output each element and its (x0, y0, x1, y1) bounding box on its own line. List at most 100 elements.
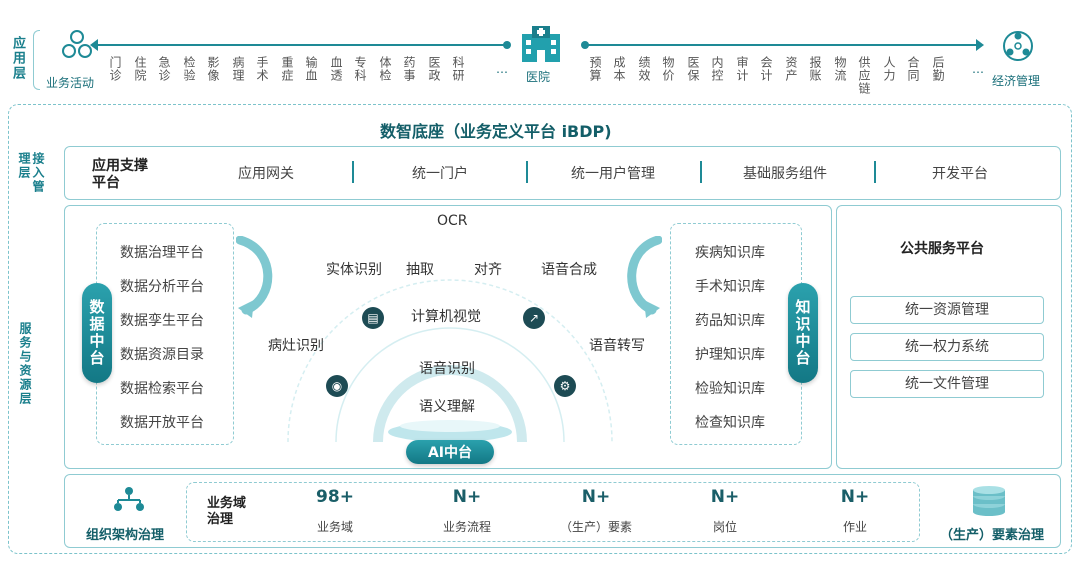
org-governance-label: 组织架构治理 (86, 528, 165, 543)
activity-item-6: 手术 (255, 56, 269, 82)
activity-item-13: 医政 (427, 56, 441, 82)
activity-item-8: 输血 (304, 56, 318, 82)
gear-icon: ⚙ (554, 375, 576, 397)
activity-item-3: 检验 (182, 56, 196, 82)
ai-cv: 计算机视觉 (411, 309, 481, 325)
access-separator-3 (874, 161, 876, 183)
hospital-icon (522, 26, 560, 62)
knowledge-item-5: 检查知识库 (695, 415, 765, 431)
metric-value-4: N+ (840, 487, 870, 507)
economic-item-0: 预算 (588, 56, 602, 82)
coin-stack-icon (973, 486, 1005, 516)
right-arrow-line (581, 39, 984, 51)
ai-ocr: OCR (437, 213, 468, 229)
ai-arcs (287, 279, 613, 443)
activity-item-5: 病理 (231, 56, 245, 82)
element-governance-label: （生产）要素治理 (940, 528, 1045, 543)
economic-management-label: 经济管理 (992, 74, 1041, 88)
economic-item-11: 供应链 (857, 56, 871, 95)
access-layer-box (64, 146, 1061, 200)
platform-frame (8, 104, 1072, 554)
metric-label-4: 作业 (842, 520, 867, 534)
app-layer-label: 应用层 (10, 36, 25, 81)
metric-value-1: N+ (452, 487, 482, 507)
data-platform-item-1: 数据分析平台 (120, 279, 204, 295)
left-arrow-line (90, 39, 511, 51)
access-layer-label: 接入管理层 (17, 152, 45, 196)
metric-value-2: N+ (581, 487, 611, 507)
economic-item-5: 内控 (710, 56, 724, 82)
economic-item-6: 审计 (735, 56, 749, 82)
knowledge-item-0: 疾病知识库 (695, 245, 765, 261)
metric-label-2: （生产）要素 (559, 520, 632, 534)
metric-value-0: 98+ (316, 487, 354, 507)
access-item-0: 应用网关 (238, 166, 294, 182)
ai-asr-write: 语音转写 (589, 338, 645, 354)
knowledge-item-4: 检验知识库 (695, 381, 765, 397)
data-platform-item-5: 数据开放平台 (120, 415, 204, 431)
public-service-item-1: 统一权力系统 (850, 333, 1044, 361)
left-ellipsis: … (496, 62, 508, 76)
app-support-label: 应用支撑平台 (92, 158, 148, 191)
ai-lesion: 病灶识别 (268, 338, 324, 354)
business-activity-label: 业务活动 (46, 76, 95, 90)
data-platform-item-3: 数据资源目录 (120, 347, 204, 363)
economic-item-3: 物价 (661, 56, 675, 82)
economic-item-14: 后勤 (931, 56, 945, 82)
ai-tts: 语音合成 (541, 262, 597, 278)
public-service-item-0: 统一资源管理 (850, 296, 1044, 324)
knowledge-item-1: 手术知识库 (695, 279, 765, 295)
metric-label-1: 业务流程 (442, 520, 491, 534)
data-platform-item-4: 数据检索平台 (120, 381, 204, 397)
metric-label-0: 业务域 (316, 520, 353, 534)
access-layer-label-text: 接入管理层 (17, 152, 45, 194)
ai-entity-recognition: 实体识别 (326, 262, 382, 278)
service-layer-label: 服务与资源层 (18, 322, 32, 406)
domain-governance-box (186, 482, 920, 542)
activity-item-0: 门诊 (108, 56, 122, 82)
ai-align: 对齐 (474, 262, 502, 278)
knowledge-item-3: 护理知识库 (695, 347, 765, 363)
ai-extract: 抽取 (406, 262, 434, 278)
ai-asr: 语音识别 (419, 361, 475, 377)
access-separator-0 (352, 161, 354, 183)
access-item-4: 开发平台 (932, 166, 988, 182)
activity-item-4: 影像 (206, 56, 220, 82)
economic-item-13: 合同 (906, 56, 920, 82)
ai-nlu: 语义理解 (419, 399, 475, 415)
platform-title: 数智底座（业务定义平台 iBDP) (380, 122, 612, 141)
economic-item-4: 医保 (686, 56, 700, 82)
domain-governance-label: 业务域治理 (207, 496, 247, 527)
data-center-pill: 数据中台 (82, 283, 112, 383)
chart-icon: ↗ (523, 307, 545, 329)
knowledge-center-pill: 知识中台 (788, 283, 818, 383)
economic-item-1: 成本 (612, 56, 626, 82)
activity-item-2: 急诊 (157, 56, 171, 82)
economic-item-12: 人力 (882, 56, 896, 82)
curved-arrow-left-icon (236, 236, 273, 318)
activity-item-9: 血透 (329, 56, 343, 82)
economic-item-9: 报账 (808, 56, 822, 82)
activity-item-7: 重症 (280, 56, 294, 82)
economic-item-8: 资产 (784, 56, 798, 82)
network-icon (1003, 31, 1033, 61)
access-item-3: 基础服务组件 (743, 166, 827, 182)
app-layer-bracket (33, 30, 40, 90)
activity-item-12: 药事 (402, 56, 416, 82)
governance-box (64, 474, 1061, 548)
economic-item-2: 绩效 (637, 56, 651, 82)
activity-item-14: 科研 (451, 56, 465, 82)
economic-item-10: 物流 (833, 56, 847, 82)
brain-icon: ◉ (326, 375, 348, 397)
right-ellipsis: … (972, 62, 984, 76)
knowledge-item-2: 药品知识库 (695, 313, 765, 329)
access-item-1: 统一门户 (412, 166, 468, 182)
activity-item-10: 专科 (353, 56, 367, 82)
data-platform-item-0: 数据治理平台 (120, 245, 204, 261)
access-separator-2 (700, 161, 702, 183)
economic-item-7: 会计 (759, 56, 773, 82)
curved-arrow-right-icon (627, 236, 662, 318)
ai-center-pill: AI中台 (406, 440, 494, 464)
data-platform-item-2: 数据孪生平台 (120, 313, 204, 329)
